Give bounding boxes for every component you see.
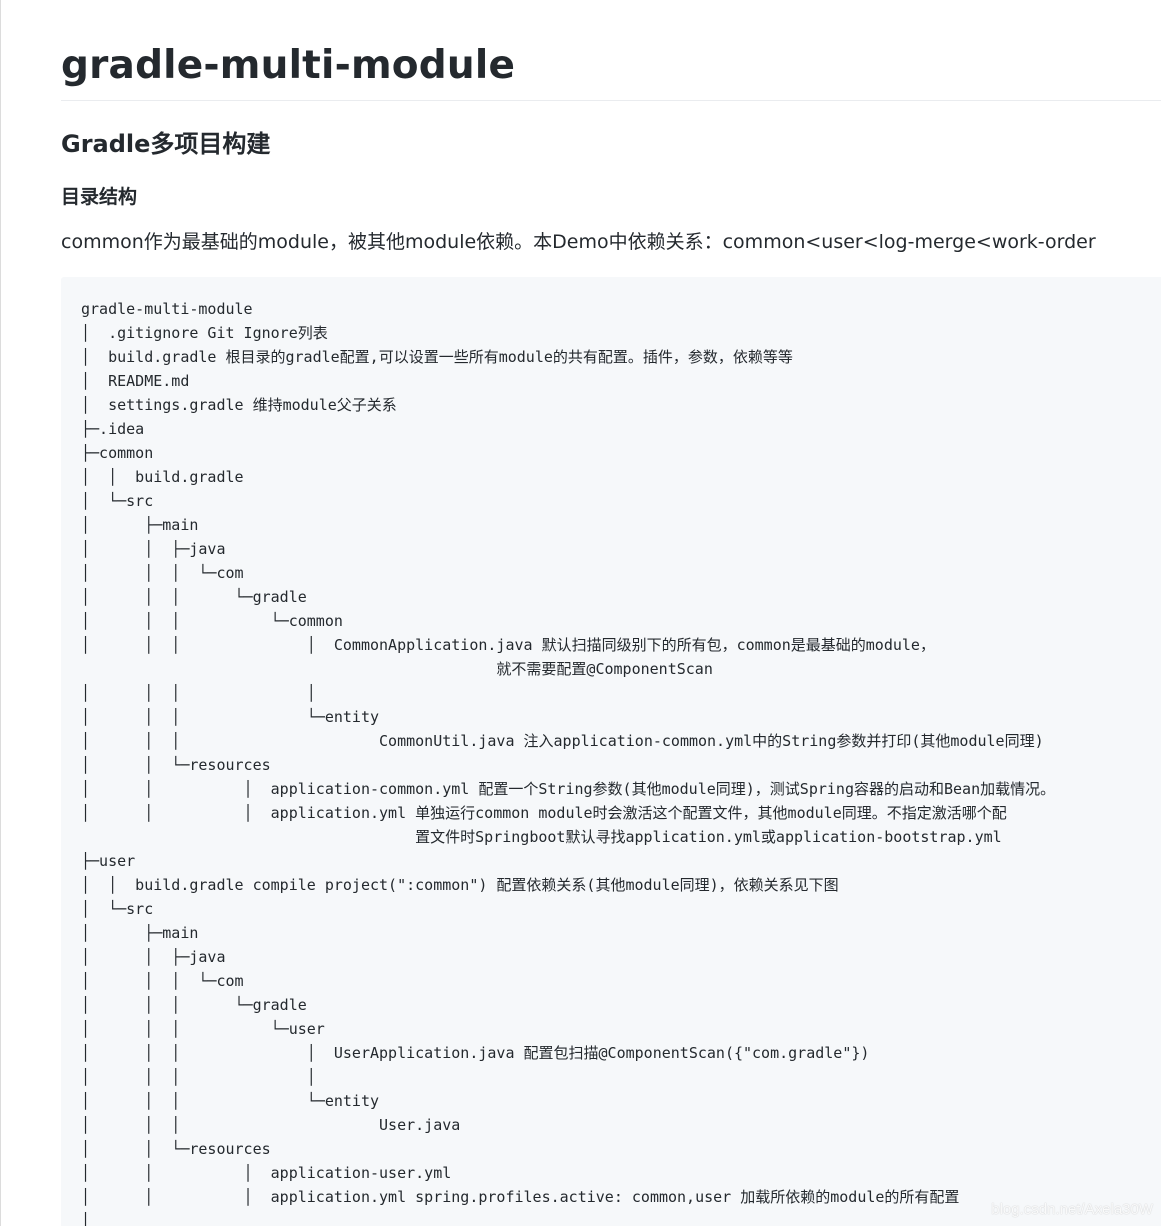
tree-line: │ │ │ └─user <box>81 1020 325 1038</box>
tree-line: │ │ │ │ <box>81 1068 316 1086</box>
tree-line: ├─.idea <box>81 420 145 438</box>
tree-line: │ │ │ └─gradle <box>81 996 307 1014</box>
document-title: gradle-multi-module <box>61 0 1161 101</box>
tree-line: │ │ │ User.java <box>81 1116 461 1134</box>
tree-line: │ │ │ application-user.yml <box>81 1164 452 1182</box>
tree-line: │ │ │ application-common.yml 配置一个String参… <box>81 780 1056 798</box>
directory-tree: gradle-multi-module │ .gitignore Git Igno… <box>81 297 1161 1226</box>
tree-line: gradle-multi-module <box>81 300 253 318</box>
tree-line: │ │ │ └─com <box>81 972 244 990</box>
tree-line: │ │ │ CommonUtil.java 注入application-comm… <box>81 732 1044 750</box>
tree-line: │ │ │ └─gradle <box>81 588 307 606</box>
tree-line: │ <box>81 1212 91 1226</box>
tree-line: │ │ │ application.yml 单独运行common module时… <box>81 804 1007 822</box>
tree-line: │ │ │ └─entity <box>81 708 380 726</box>
tree-line: │ │ │ └─common <box>81 612 343 630</box>
tree-line: │ │ build.gradle <box>81 468 244 486</box>
tree-line: │ ├─main <box>81 516 199 534</box>
tree-line: │ │ ├─java <box>81 540 226 558</box>
subsection-heading: 目录结构 <box>61 186 138 208</box>
tree-line: │ README.md <box>81 372 190 390</box>
directory-tree-code-block: gradle-multi-module │ .gitignore Git Igno… <box>61 277 1161 1226</box>
tree-line: │ build.gradle 根目录的gradle配置,可以设置一些所有modu… <box>81 348 793 366</box>
tree-line: │ │ ├─java <box>81 948 226 966</box>
markdown-document: gradle-multi-module Gradle多项目构建 目录结构 com… <box>61 0 1161 1226</box>
tree-line: │ └─src <box>81 492 154 510</box>
tree-line: │ │ │ application.yml spring.profiles.ac… <box>81 1188 960 1206</box>
tree-line: │ │ build.gradle compile project(":commo… <box>81 876 839 894</box>
intro-paragraph: common作为最基础的module，被其他module依赖。本Demo中依赖关… <box>61 231 1096 253</box>
tree-line: │ .gitignore Git Ignore列表 <box>81 324 328 342</box>
watermark: blog.csdn.net/Axela30W <box>991 1201 1153 1218</box>
tree-line: 置文件时Springboot默认寻找application.yml或applic… <box>81 828 1002 846</box>
tree-line: │ settings.gradle 维持module父子关系 <box>81 396 397 414</box>
tree-line: ├─common <box>81 444 154 462</box>
tree-line: │ │ │ │ <box>81 684 316 702</box>
tree-line: │ └─src <box>81 900 154 918</box>
tree-line: │ │ │ └─com <box>81 564 244 582</box>
tree-line: │ ├─main <box>81 924 199 942</box>
tree-line: │ │ │ │ UserApplication.java 配置包扫描@Compo… <box>81 1044 870 1062</box>
section-heading: Gradle多项目构建 <box>61 130 271 158</box>
tree-line: │ │ │ │ CommonApplication.java 默认扫描同级别下的… <box>81 636 935 654</box>
left-border <box>0 0 1 1226</box>
tree-line: │ │ └─resources <box>81 1140 271 1158</box>
tree-line: │ │ └─resources <box>81 756 271 774</box>
tree-line: ├─user <box>81 852 136 870</box>
tree-line: │ │ │ └─entity <box>81 1092 380 1110</box>
tree-line: 就不需要配置@ComponentScan <box>81 660 713 678</box>
